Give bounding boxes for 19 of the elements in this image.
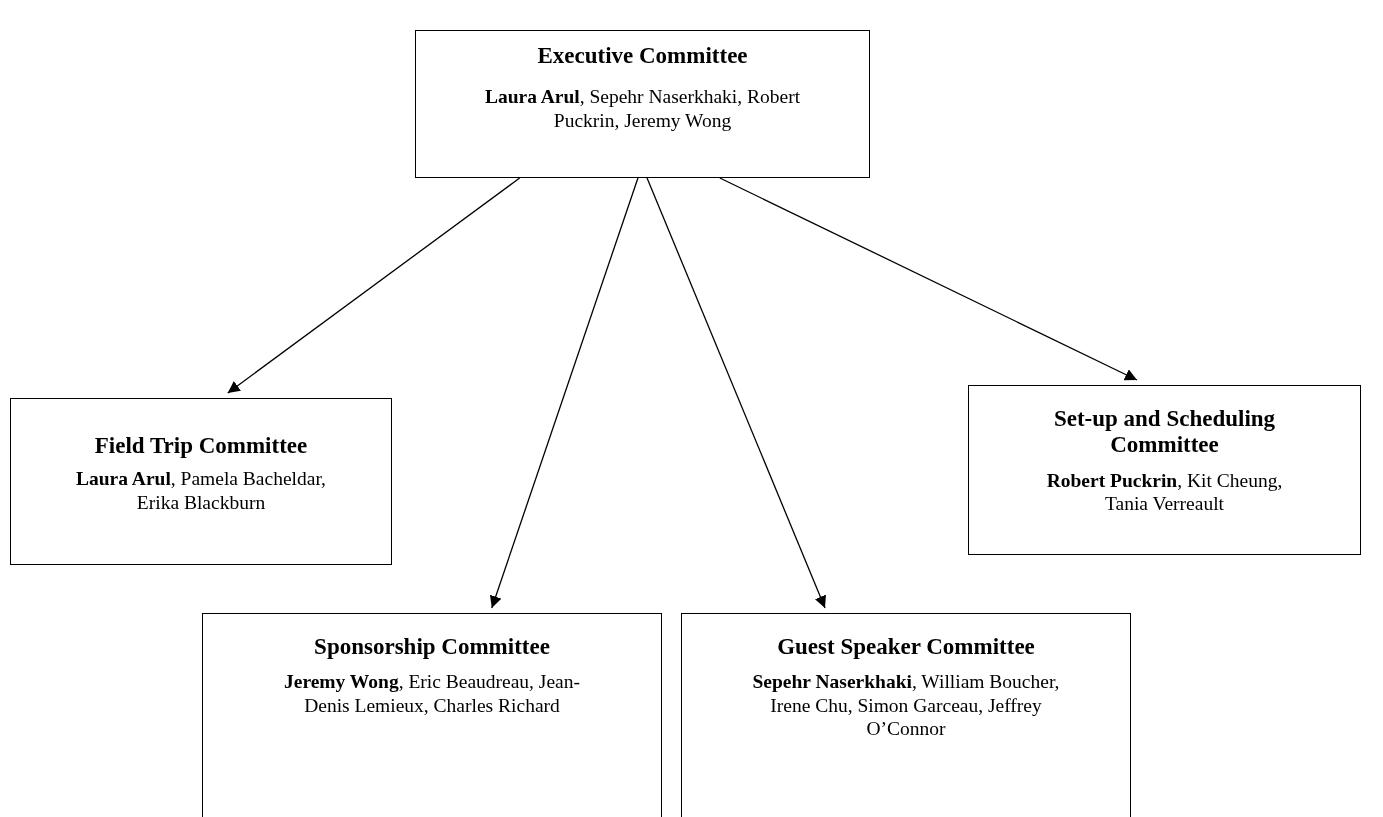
- committee-title: Guest Speaker Committee: [776, 634, 1036, 661]
- member-list: Robert Puckrin, Kit Cheung, Tania Verreault: [1029, 468, 1300, 516]
- committee-box: [968, 385, 1361, 555]
- arrow: [490, 177, 639, 609]
- arrow: [646, 177, 826, 609]
- committee-title: Field Trip Committee: [93, 433, 309, 460]
- committee-box: [202, 613, 662, 817]
- member-list: Laura Arul, Sepehr Naserkhaki, Robert Puckrin, Jeremy Wong: [476, 85, 809, 133]
- committee-title: Set-up and Scheduling Committee: [1052, 406, 1277, 459]
- member-list: Jeremy Wong, Eric Beaudreau, Jean-Denis Lemieux, Charles Richard: [263, 670, 601, 718]
- committee-box: [10, 398, 392, 565]
- arrow: [227, 177, 521, 394]
- arrow: [719, 177, 1138, 381]
- committee-box: [415, 30, 870, 178]
- committee-title: Executive Committee: [536, 43, 749, 70]
- committee-box: [681, 613, 1131, 817]
- member-list: Laura Arul, Pamela Bacheldar, Erika Blackburn: [56, 467, 346, 515]
- member-list: Sepehr Naserkhaki, William Boucher, Irene Chu, Simon Garceau, Jeffrey O’Connor: [752, 670, 1060, 741]
- committee-title: Sponsorship Committee: [313, 634, 551, 661]
